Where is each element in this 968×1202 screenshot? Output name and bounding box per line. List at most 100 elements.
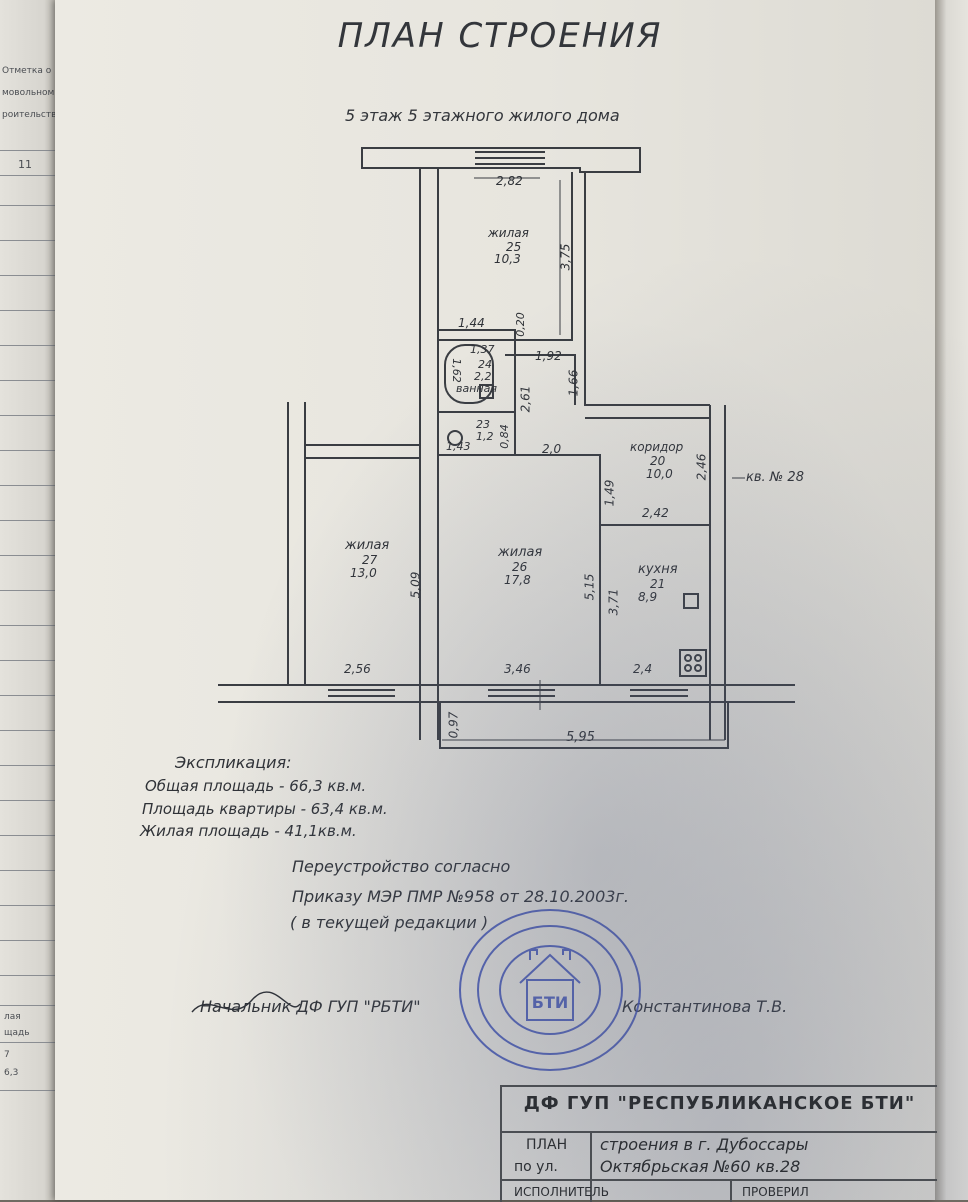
signature-position: Начальник ДФ ГУП "РБТИ": [200, 997, 421, 1016]
margin-rule: [0, 205, 55, 206]
margin-rule: [0, 520, 55, 521]
bath-wall: [438, 329, 516, 455]
margin-rule: [0, 1042, 55, 1043]
margin-rule: [0, 835, 55, 836]
room20-area: 10,0: [646, 467, 673, 481]
dim-room27-window: 2,56: [344, 662, 371, 676]
left-page-edge: Отметка о мовольном роительстве 11 лая щ…: [0, 0, 55, 1200]
margin-line: лая: [4, 1012, 21, 1022]
room21-number: 21: [650, 577, 666, 591]
room27-area: 13,0: [350, 566, 377, 580]
margin-rule: [0, 765, 55, 766]
margin-rule: [0, 380, 55, 381]
title-block: ДФ ГУП "РЕСПУБЛИКАНСКОЕ БТИ" ПЛАН строен…: [500, 1085, 937, 1202]
seal-logo-text: БТИ: [532, 993, 569, 1012]
room24-number: 24: [478, 358, 492, 371]
official-seal-icon: БТИ: [459, 909, 641, 1071]
title-block-row2-value: Октябрьская №60 кв.28: [600, 1157, 801, 1176]
document-page: [55, 0, 935, 1200]
room20-number: 20: [650, 454, 666, 468]
margin-rule: [0, 450, 55, 451]
margin-rule: [0, 870, 55, 871]
margin-rule: [0, 660, 55, 661]
dim-hall-width: 2,0: [542, 442, 562, 456]
dim-wc-width: 1,43: [446, 440, 471, 453]
dim-kitchen-window: 2,4: [633, 662, 653, 676]
room25-wall: [438, 172, 573, 341]
document-title: ПЛАН СТРОЕНИЯ: [337, 16, 663, 56]
wc-fixture: [447, 430, 463, 446]
title-block-row2-label: по ул.: [514, 1159, 558, 1175]
margin-number: 11: [18, 158, 32, 171]
note-line-1: Переустройство согласно: [292, 857, 511, 876]
margin-rule: [0, 625, 55, 626]
title-block-executor: ИСПОЛНИТЕЛЬ: [514, 1185, 610, 1199]
corridor-wall: [505, 354, 576, 405]
margin-rule: [0, 150, 55, 151]
title-block-row1-label: ПЛАН: [526, 1137, 568, 1153]
margin-rule: [0, 175, 55, 176]
room24-type: ванная: [456, 382, 497, 395]
note-line-3: ( в текущей редакции ): [290, 913, 489, 932]
margin-rule: [0, 485, 55, 486]
margin-rule: [0, 695, 55, 696]
room26-number: 26: [512, 560, 528, 574]
margin-line: мовольном: [2, 88, 55, 98]
bathtub-fixture: [444, 344, 494, 404]
dim-bath-top: 1,44: [458, 316, 485, 330]
margin-rule: [0, 730, 55, 731]
balcony: [439, 702, 729, 749]
dim-corridor-width: 1,92: [535, 349, 562, 363]
margin-rule: [0, 940, 55, 941]
margin-line: роительстве: [2, 110, 55, 120]
room24-area: 2,2: [474, 370, 492, 383]
hall-wall: [438, 454, 601, 525]
margin-rule: [0, 415, 55, 416]
margin-rule: [0, 275, 55, 276]
room23-number: 23: [476, 418, 490, 431]
explication-heading: Экспликация:: [175, 753, 292, 772]
margin-rule: [0, 1005, 55, 1006]
dim-bath-width: 1,37: [470, 343, 495, 356]
margin-rule: [0, 800, 55, 801]
room23-area: 1,2: [476, 430, 494, 443]
title-block-rule: [502, 1179, 937, 1181]
dim-room26-window: 3,46: [504, 662, 531, 676]
margin-line: щадь: [4, 1028, 30, 1038]
apartment-label: кв. № 28: [746, 470, 804, 485]
margin-rule: [0, 345, 55, 346]
margin-rule: [0, 975, 55, 976]
dim-kitchen-top: 2,42: [642, 506, 669, 520]
explication-living-area: Жилая площадь - 41,1кв.м.: [140, 822, 357, 840]
room21-area: 8,9: [638, 590, 658, 604]
margin-rule: [0, 1090, 55, 1091]
title-block-checked: ПРОВЕРИЛ: [742, 1185, 809, 1199]
note-line-2: Приказу МЭР ПМР №958 от 28.10.2003г.: [292, 887, 629, 906]
margin-rule: [0, 555, 55, 556]
title-block-row1-value: строения в г. Дубоссары: [600, 1135, 809, 1154]
room25-type: жилая: [488, 226, 529, 240]
right-wall: [584, 172, 710, 406]
title-block-divider: [730, 1179, 732, 1202]
margin-rule: [0, 590, 55, 591]
margin-line: 7: [4, 1050, 10, 1060]
room27-number: 27: [362, 553, 378, 567]
margin-line: Отметка о: [2, 66, 52, 76]
title-block-rule: [502, 1131, 937, 1133]
room25-area: 10,3: [494, 252, 521, 266]
kitchen-sink: [683, 593, 699, 609]
title-block-divider: [590, 1131, 592, 1202]
title-block-org: ДФ ГУП "РЕСПУБЛИКАНСКОЕ БТИ": [523, 1093, 916, 1114]
room20-type: коридор: [630, 440, 684, 454]
kitchen-stove: [679, 649, 707, 677]
signature-name: Константинова Т.В.: [622, 997, 788, 1016]
dim-top-window: 2,82: [496, 174, 523, 188]
dim-balcony-width: 5,95: [566, 730, 595, 745]
explication-apartment-area: Площадь квартиры - 63,4 кв.м.: [142, 800, 388, 818]
document-subtitle: 5 этаж 5 этажного жилого дома: [345, 106, 620, 125]
explication-total-area: Общая площадь - 66,3 кв.м.: [145, 777, 367, 795]
room26-type: жилая: [498, 545, 543, 560]
margin-rule: [0, 310, 55, 311]
